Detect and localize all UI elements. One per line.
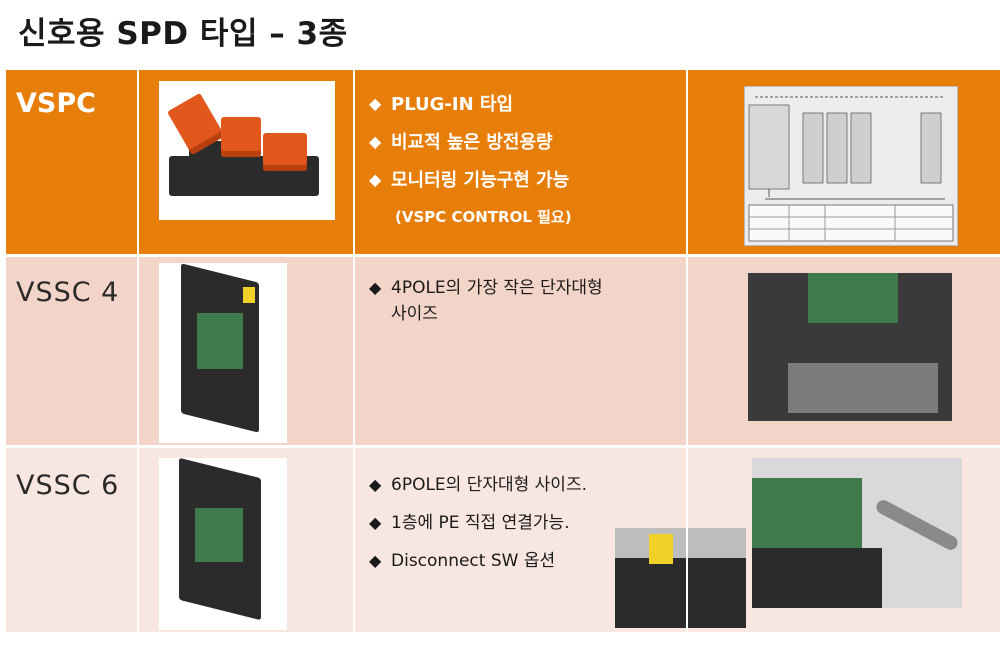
product-name-vssc4: VSSC 4 (16, 277, 120, 308)
product-name-vssc6: VSSC 6 (16, 470, 120, 501)
list-item: ◆1층에 PE 직접 연결가능. (369, 504, 587, 542)
row-vspc-features-cell: ◆PLUG-IN 타입 ◆비교적 높은 방전용량 ◆모니터링 기능구현 가능 (… (355, 70, 686, 254)
page-title: 신호용 SPD 타입 – 3종 (18, 16, 348, 52)
list-item: ◆모니터링 기능구현 가능 (369, 169, 570, 192)
spd-type-table: VSPC ◆PLUG-IN 타입 ◆비교적 높은 방전용량 ◆모니터링 기능구현… (6, 70, 1000, 632)
row-vspc-name-cell: VSPC (6, 70, 137, 254)
list-item: ◆6POLE의 단자대형 사이즈. (369, 466, 587, 504)
list-item: ◆4POLE의 가장 작은 단자대형 (369, 275, 603, 301)
vspc-wiring-diagram (744, 86, 958, 246)
list-item: ◆비교적 높은 방전용량 (369, 131, 553, 154)
diamond-bullet-icon: ◆ (369, 550, 382, 570)
diamond-bullet-icon: ◆ (369, 169, 382, 189)
diamond-bullet-icon: ◆ (369, 131, 382, 151)
wiring-diagram-image (748, 96, 954, 242)
row-vssc6-detail-cell (688, 448, 1000, 632)
row-vssc6-photo-cell (139, 448, 353, 632)
diamond-bullet-icon: ◆ (369, 512, 382, 532)
vssc4-feature-list: ◆4POLE의 가장 작은 단자대형 사이즈 (369, 275, 603, 328)
row-vspc-photo-cell (139, 70, 353, 254)
vssc6-wiring-closeup-photo (752, 458, 962, 608)
vssc4-closeup-photo (748, 273, 952, 421)
disconnect-switch-photo-continued (688, 528, 746, 628)
row-vssc4-features-cell: ◆4POLE의 가장 작은 단자대형 사이즈 (355, 257, 686, 445)
vspc-feature-list: ◆PLUG-IN 타입 ◆비교적 높은 방전용량 ◆모니터링 기능구현 가능 (… (369, 84, 572, 234)
row-vspc-diagram-cell (688, 70, 1000, 254)
row-vssc4-photo-cell (139, 257, 353, 445)
diamond-bullet-icon: ◆ (369, 474, 382, 494)
vspc-note: (VSPC CONTROL 필요) (395, 207, 572, 226)
product-name-vspc: VSPC (16, 88, 96, 119)
row-vssc4-detail-cell (688, 257, 1000, 445)
diamond-bullet-icon: ◆ (369, 93, 382, 113)
row-vssc4-name-cell: VSSC 4 (6, 257, 137, 445)
row-vssc6-name-cell: VSSC 6 (6, 448, 137, 632)
diamond-bullet-icon: ◆ (369, 277, 382, 297)
row-vssc6-features-cell: ◆6POLE의 단자대형 사이즈. ◆1층에 PE 직접 연결가능. ◆Disc… (355, 448, 686, 632)
vspc-product-photo (159, 81, 335, 220)
vssc6-product-photo (159, 457, 287, 630)
vssc6-feature-list: ◆6POLE의 단자대형 사이즈. ◆1층에 PE 직접 연결가능. ◆Disc… (369, 466, 587, 580)
list-item: ◆PLUG-IN 타입 (369, 93, 514, 116)
vssc4-product-photo (159, 263, 287, 443)
list-item-continuation: 사이즈 (391, 304, 438, 325)
list-item: ◆Disconnect SW 옵션 (369, 542, 587, 580)
disconnect-switch-photo (615, 528, 686, 628)
